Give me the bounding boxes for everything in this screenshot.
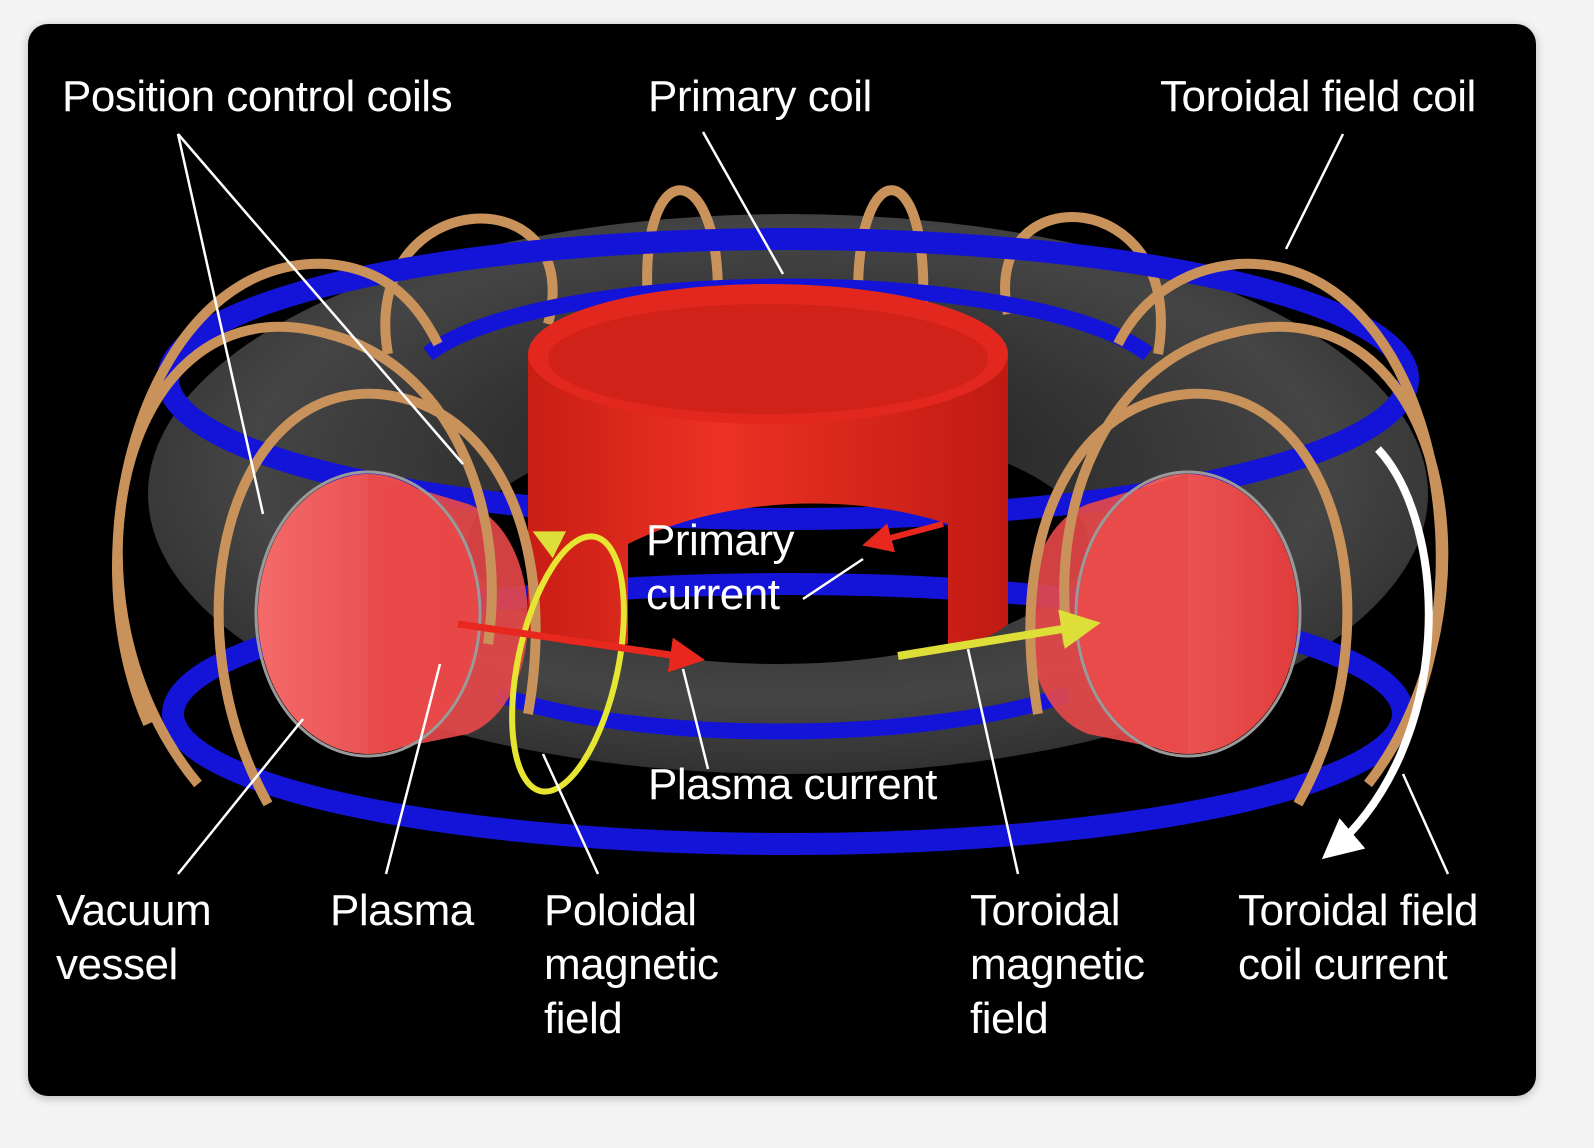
primary-coil — [528, 284, 1008, 647]
label-position-control-coils: Position control coils — [62, 72, 453, 121]
label-primary-current: Primary current — [646, 516, 795, 619]
label-toroidal-magnetic-field: Toroidal magnetic field — [970, 886, 1145, 1043]
tf-coil-current-arrow — [1321, 446, 1433, 860]
poloidal-field-loop — [509, 531, 627, 795]
label-toroidal-field-coil-current: Toroidal field coil current — [1238, 886, 1479, 989]
label-plasma: Plasma — [330, 886, 474, 935]
label-primary-coil: Primary coil — [648, 72, 872, 121]
toroidal-field-coils-front — [111, 258, 1449, 807]
primary-current-arrow — [862, 521, 944, 553]
toroidal-field-arrow — [897, 609, 1101, 660]
label-poloidal-magnetic-field: Poloidal magnetic field — [544, 886, 719, 1043]
label-vacuum-vessel: Vacuum vessel — [56, 886, 212, 989]
tokamak-diagram — [111, 131, 1450, 875]
label-toroidal-field-coil: Toroidal field coil — [1160, 72, 1476, 121]
leader-lines — [176, 131, 1450, 875]
diagram-card: Position control coils Primary coil Toro… — [28, 24, 1536, 1096]
label-plasma-current: Plasma current — [648, 760, 937, 809]
plasma-current-arrow — [457, 620, 705, 673]
